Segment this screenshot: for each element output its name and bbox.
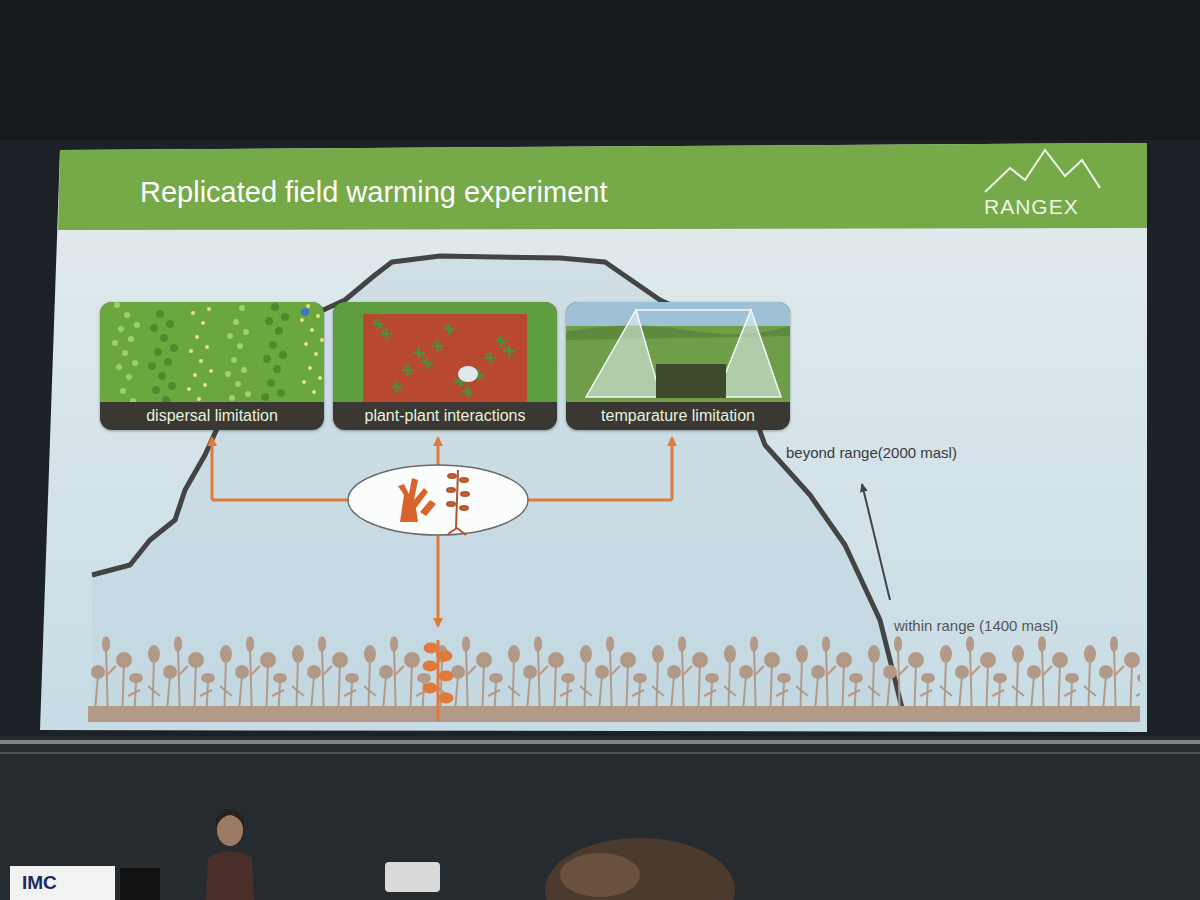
slide-title: Replicated field warming experiment <box>140 176 607 209</box>
elevation-label-wrap: beyond range(2000 masl) <box>786 444 957 461</box>
panel-photo <box>333 302 557 402</box>
panel-photo <box>100 302 324 402</box>
panel-label: temparature limitation <box>566 402 790 430</box>
sign-text: IMC <box>22 872 57 894</box>
panel-label: dispersal limitation <box>100 402 324 430</box>
logo-text: RANGEX <box>984 195 1079 219</box>
panel-label: plant-plant interactions <box>333 402 557 430</box>
elevation-label: beyond range(2000 masl) <box>786 444 957 461</box>
photo-panel: temparature limitation <box>566 302 790 430</box>
title-wrap: Replicated field warming experiment <box>140 176 607 209</box>
panel-photo <box>566 302 790 402</box>
elevation-label-wrap: within range (1400 masl) <box>894 617 1058 634</box>
logo-text-wrap: RANGEX <box>984 195 1079 219</box>
photo-panel: plant-plant interactions <box>333 302 557 430</box>
elevation-label: within range (1400 masl) <box>894 617 1058 634</box>
photo-panel: dispersal limitation <box>100 302 324 430</box>
sign-text-wrap: IMC <box>22 872 57 894</box>
